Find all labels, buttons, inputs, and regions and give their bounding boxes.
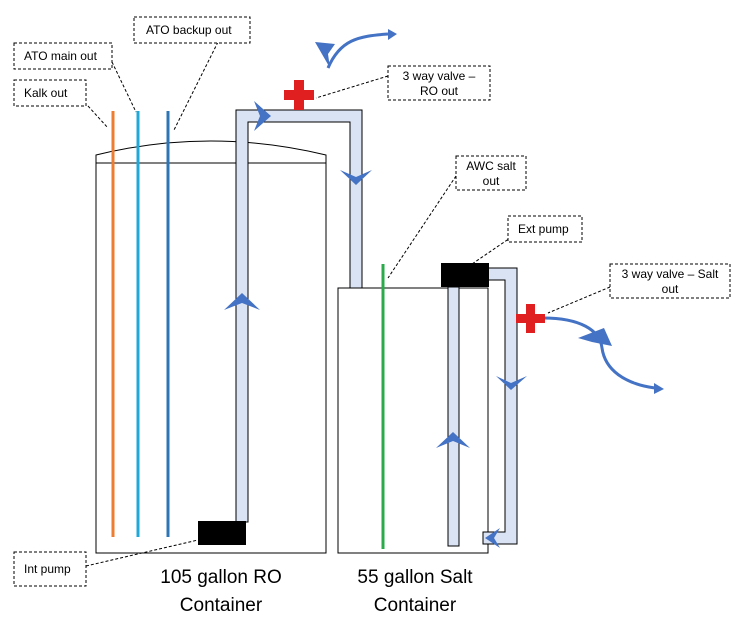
int-pump	[198, 521, 246, 545]
salt-container-caption-line1: 55 gallon Salt	[357, 567, 473, 588]
callout-ext-pump: Ext pump	[507, 215, 583, 243]
salt-outflow-arrowhead-icon	[654, 383, 664, 394]
ro-three-way-valve-icon	[284, 80, 314, 110]
callout-ro-valve-line1: 3 way valve –	[403, 69, 476, 83]
callout-salt-valve-line2: out	[662, 282, 679, 296]
callout-ro-valve: 3 way valve – RO out	[387, 65, 491, 101]
salt-valve-leader	[547, 286, 611, 314]
ext-pump-leader	[471, 233, 517, 265]
callout-awc-salt-line1: AWC salt	[466, 159, 516, 173]
ro-container-body	[95, 162, 327, 554]
ato-backup-leader	[173, 41, 219, 131]
ro-container-lid	[95, 140, 327, 166]
salt-outflow-curve	[542, 316, 656, 390]
flow-arrow-right-icon	[254, 101, 271, 131]
ro-outflow-curve	[326, 32, 389, 69]
flow-arrow-down-icon	[340, 170, 372, 185]
ro-container-caption-line1: 105 gallon RO	[160, 567, 281, 588]
flow-arrow-down-icon	[496, 376, 527, 390]
ro-valve-leader	[315, 75, 389, 99]
leader-lines	[85, 41, 611, 567]
salt-three-way-valve-icon	[516, 304, 545, 333]
callout-ato-main-out-text: ATO main out	[24, 49, 98, 63]
callout-kalk-out-text: Kalk out	[24, 86, 68, 100]
int-pump-leader	[85, 539, 199, 567]
callout-salt-valve: 3 way valve – Salt out	[609, 263, 731, 299]
ro-outflow-arrowhead-icon	[388, 29, 397, 40]
flow-arrow-left-icon	[485, 528, 500, 548]
ro-container	[95, 140, 327, 554]
callout-ext-pump-text: Ext pump	[518, 222, 569, 236]
awc-leader	[387, 175, 457, 279]
callout-ro-valve-line2: RO out	[420, 84, 459, 98]
callout-salt-valve-line1: 3 way valve – Salt	[622, 267, 719, 281]
flow-arrow-up-icon	[224, 293, 260, 310]
callout-ato-backup-out-text: ATO backup out	[146, 23, 232, 37]
ro-container-caption-line2: Container	[180, 595, 263, 616]
kalk-leader	[87, 105, 109, 129]
callout-awc-salt-line2: out	[483, 174, 500, 188]
salt-outflow-tail-icon	[578, 328, 612, 346]
callout-int-pump-text: Int pump	[24, 562, 71, 576]
flow-arrow-up-icon	[436, 432, 470, 448]
salt-container	[337, 287, 489, 554]
ext-pump	[441, 263, 489, 287]
salt-uptake-pipe	[447, 286, 460, 547]
callout-ato-main-out: ATO main out	[13, 42, 113, 70]
ato-main-leader	[111, 61, 137, 113]
ro-outflow-tail-icon	[315, 42, 335, 68]
callout-awc-salt: AWC salt out	[455, 155, 527, 191]
callout-kalk-out: Kalk out	[13, 79, 87, 107]
callout-int-pump: Int pump	[13, 551, 87, 587]
callout-ato-backup-out: ATO backup out	[133, 16, 251, 44]
salt-container-caption-line2: Container	[374, 595, 457, 616]
salt-return-pipe	[482, 267, 518, 545]
